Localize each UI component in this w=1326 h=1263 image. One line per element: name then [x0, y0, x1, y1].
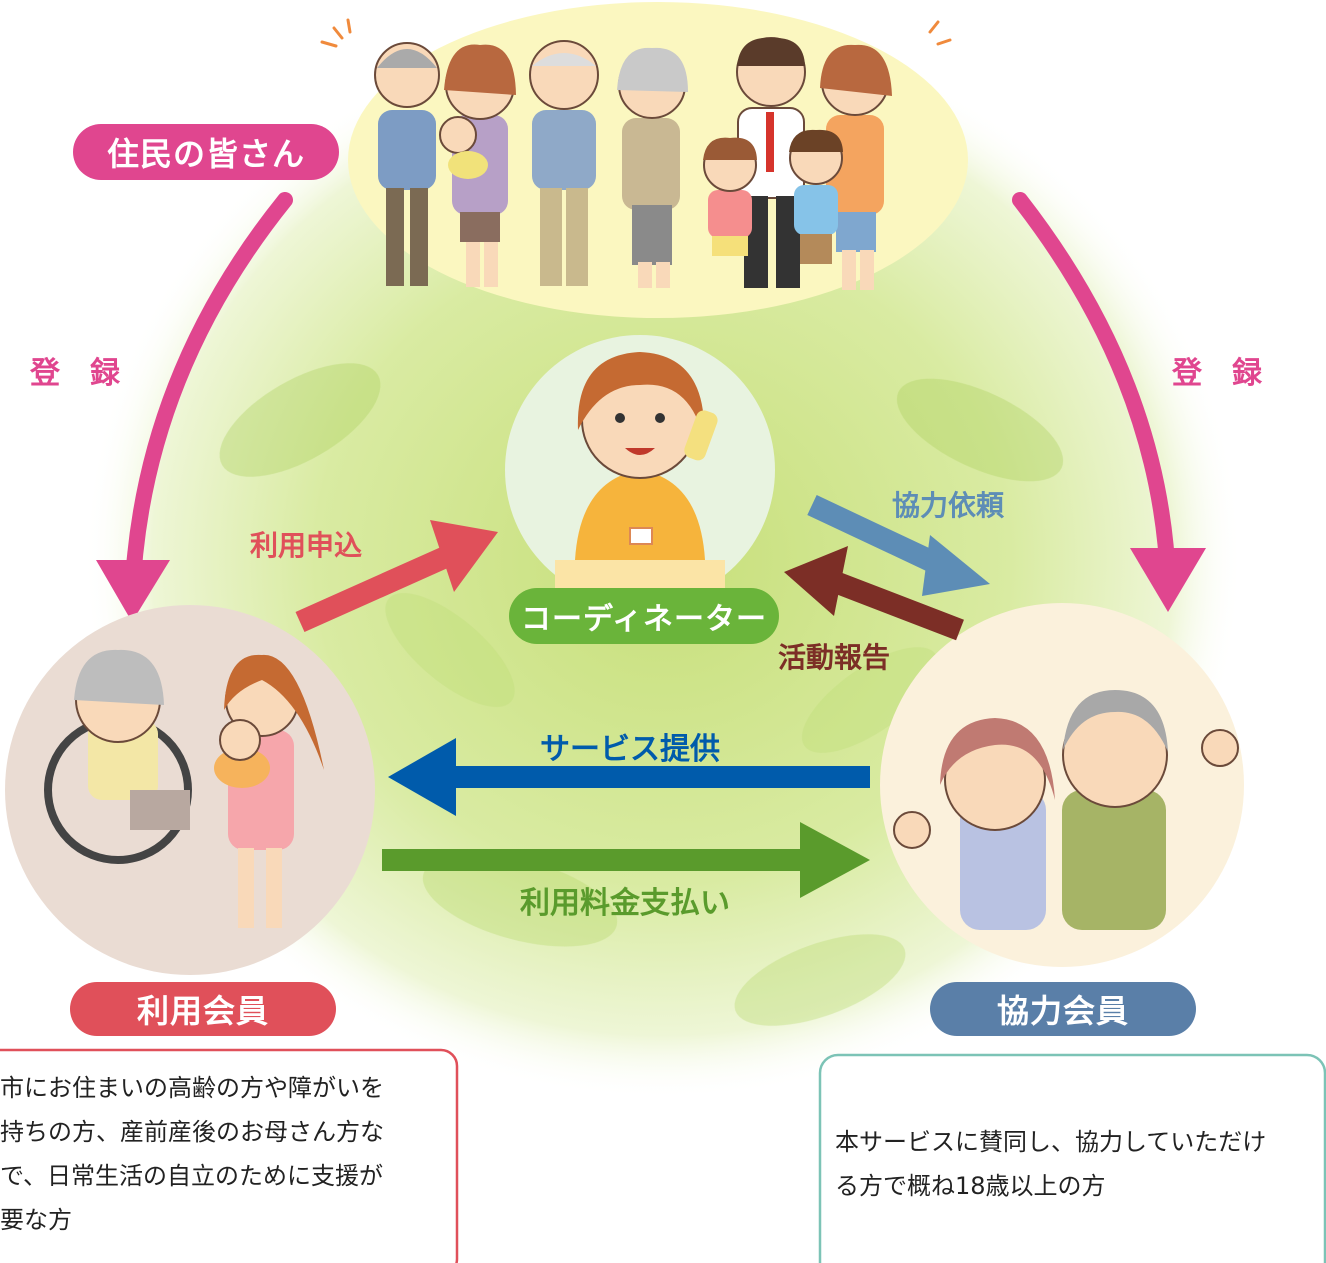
- register-arrow-right: [1012, 192, 1176, 588]
- residents-badge: 住民の皆さん: [73, 124, 339, 180]
- residents-group-illustration: [320, 18, 952, 290]
- leaf-texture: [219, 363, 1064, 1026]
- user-member-description: 市にお住まいの高齢の方や障がいを 持ちの方、産前産後のお母さん方な で、日常生活…: [0, 1066, 450, 1242]
- register-right-label: 登 録: [1172, 356, 1262, 391]
- apply-arrow: [295, 520, 498, 633]
- payment-arrow: [382, 822, 870, 898]
- report-label: 活動報告: [778, 641, 891, 674]
- register-arrow-left: [124, 192, 293, 608]
- service-label: サービス提供: [540, 732, 720, 767]
- coop-member-circle: [880, 603, 1244, 967]
- coop-member-badge: 協力会員: [930, 982, 1196, 1036]
- coordinator-label: コーディネーター: [521, 602, 767, 637]
- user-desc-line-1: 市にお住まいの高齢の方や障がいを: [0, 1074, 384, 1102]
- apply-label: 利用申込: [250, 529, 363, 562]
- user-desc-line-3: で、日常生活の自立のために支援が: [0, 1162, 384, 1190]
- residents-label: 住民の皆さん: [106, 135, 305, 173]
- coordinator-badge: コーディネーター: [509, 588, 779, 644]
- coop-desc-line-2: る方で概ね18歳以上の方: [835, 1172, 1106, 1200]
- user-desc-line-4: 要な方: [0, 1206, 72, 1234]
- payment-label: 利用料金支払い: [520, 886, 730, 921]
- coop-desc-line-1: 本サービスに賛同し、協力していただけ: [835, 1128, 1267, 1156]
- user-member-badge: 利用会員: [70, 982, 336, 1036]
- service-arrow: [388, 738, 870, 816]
- user-member-title: 利用会員: [136, 992, 269, 1030]
- coop-member-title: 協力会員: [996, 992, 1129, 1030]
- register-arrow-left-head: [96, 560, 170, 622]
- register-left-label: 登 録: [30, 356, 120, 391]
- coop-member-description: 本サービスに賛同し、協力していただけ る方で概ね18歳以上の方: [835, 1120, 1315, 1208]
- request-arrow: [807, 495, 990, 596]
- coop-member-illustration: [893, 690, 1239, 930]
- request-label: 協力依頼: [892, 489, 1005, 522]
- user-member-illustration: [44, 649, 324, 928]
- register-arrow-right-head: [1130, 548, 1206, 612]
- report-arrow: [784, 546, 964, 641]
- user-desc-line-2: 持ちの方、産前産後のお母さん方な: [0, 1118, 384, 1146]
